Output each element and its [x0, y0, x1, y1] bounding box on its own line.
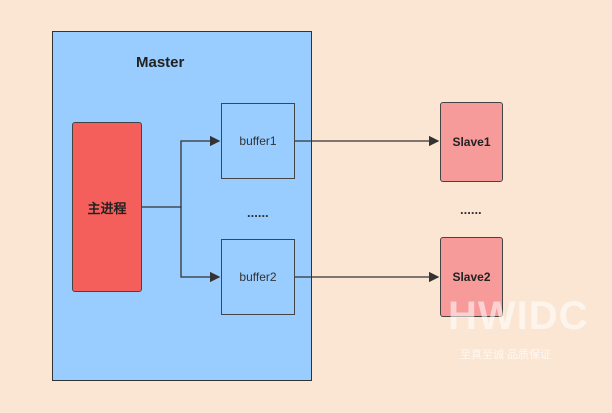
slave-ellipsis: ......	[460, 202, 482, 217]
buffer2-box: buffer2	[221, 239, 295, 315]
arrow-main-to-buffer1	[142, 135, 221, 208]
arrow-main-to-buffer2	[180, 207, 221, 283]
buffer1-label: buffer1	[239, 134, 277, 148]
main-process-label: 主进程	[87, 200, 127, 216]
main-process-box: 主进程	[72, 122, 142, 292]
slave1-box: Slave1	[440, 102, 503, 182]
watermark-brand: HWIDC	[448, 294, 589, 338]
slave1-label: Slave1	[452, 135, 491, 149]
buffer2-label: buffer2	[239, 270, 277, 284]
buffer-ellipsis: ......	[247, 205, 269, 220]
master-title: Master	[136, 54, 185, 71]
slave2-label: Slave2	[452, 270, 491, 284]
slave2-box: Slave2	[440, 237, 503, 317]
buffer1-box: buffer1	[221, 103, 295, 179]
watermark-tagline: 至真至诚 品质保证	[460, 349, 552, 361]
